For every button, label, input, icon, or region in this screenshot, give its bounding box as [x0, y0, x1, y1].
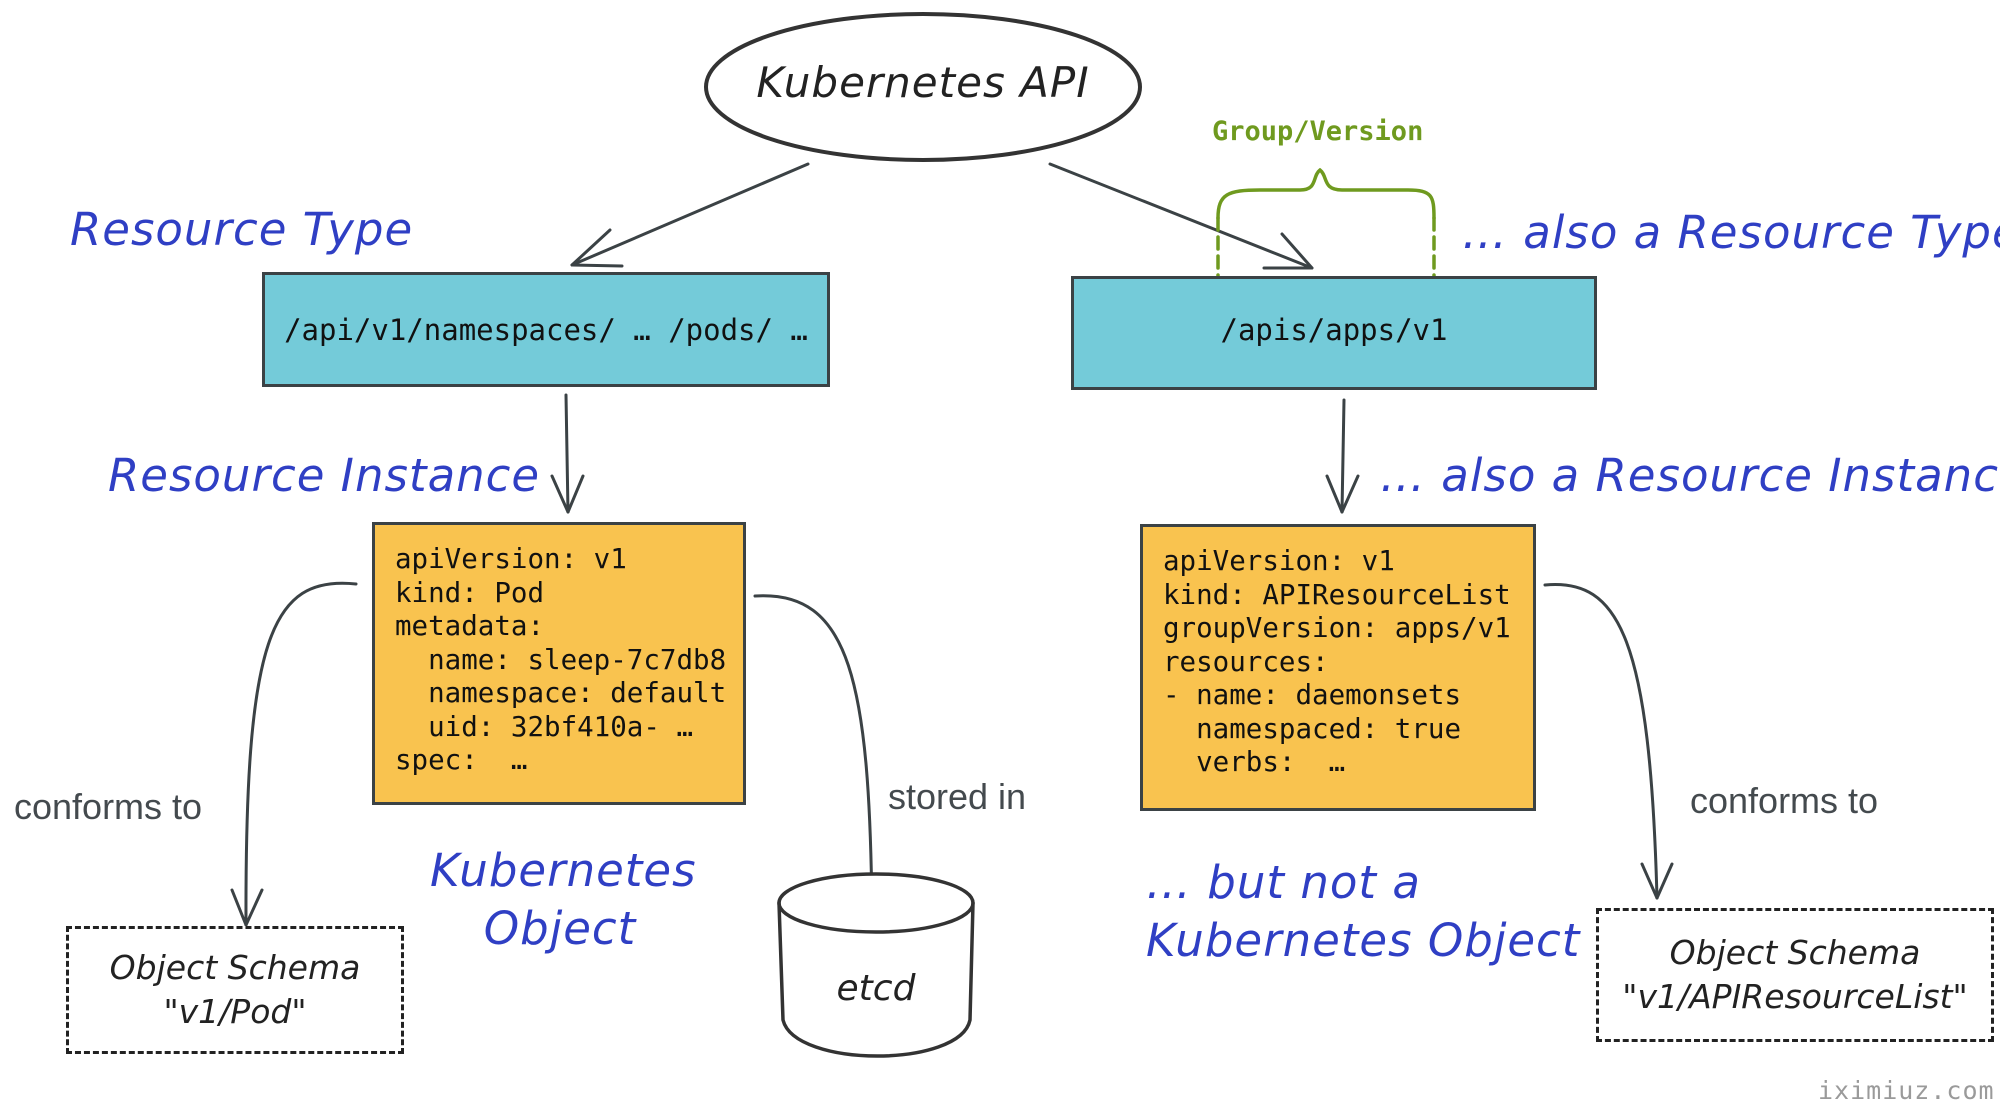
kubernetes-object-label-line: Kubernetes	[430, 844, 697, 897]
schema-title: Object Schema	[109, 948, 361, 987]
arrowhead-api-to-left-endpoint	[570, 228, 624, 268]
etcd-cylinder	[777, 872, 975, 1058]
schema-name: "v1/APIResourceList"	[1622, 977, 1968, 1016]
yaml-line: uid: 32bf410a- …	[395, 710, 694, 743]
arrow-right-endpoint-to-yaml	[1340, 398, 1346, 514]
left-schema-box: Object Schema "v1/Pod"	[66, 926, 404, 1054]
resource-instance-label: Resource Instance	[108, 449, 541, 502]
not-kubernetes-object-label-line: … but not a	[1146, 856, 1421, 909]
arrow-left-endpoint-to-yaml	[564, 393, 570, 514]
left-yaml-box: apiVersion: v1 kind: Pod metadata: name:…	[372, 522, 746, 805]
arrow-left-yaml-to-schema	[244, 581, 358, 927]
yaml-line: name: sleep-7c7db8	[395, 643, 727, 676]
arrowhead-left-yaml-to-schema	[230, 888, 264, 927]
right-conforms-label: conforms to	[1690, 780, 1879, 821]
schema-title: Object Schema	[1669, 933, 1921, 972]
arrow-right-yaml-to-schema	[1543, 582, 1659, 900]
right-yaml-box: apiVersion: v1 kind: APIResourceList gro…	[1140, 524, 1536, 811]
also-resource-instance-label: … also a Resource Instance	[1380, 449, 2000, 502]
yaml-line: metadata:	[395, 610, 545, 642]
not-kubernetes-object-label: … but not a Kubernetes Object	[1146, 854, 1580, 970]
stored-in-label: stored in	[888, 776, 1027, 817]
arrow-api-to-left-endpoint	[570, 162, 810, 267]
schema-name: "v1/Pod"	[163, 992, 307, 1031]
yaml-line: resources:	[1163, 645, 1329, 678]
arrowhead-right-endpoint-to-yaml	[1325, 474, 1360, 514]
arrowhead-api-to-right-endpoint	[1262, 232, 1314, 270]
arrow-left-yaml-to-etcd	[753, 594, 874, 920]
kubernetes-object-label-line: Object	[483, 902, 637, 955]
group-version-label: Group/Version	[1212, 116, 1424, 147]
yaml-line: verbs: …	[1163, 746, 1346, 778]
also-resource-type-label: … also a Resource Type	[1462, 206, 2000, 259]
right-schema-box: Object Schema "v1/APIResourceList"	[1596, 908, 1994, 1042]
yaml-line: apiVersion: v1	[1163, 545, 1395, 577]
watermark: iximiuz.com	[1818, 1076, 1995, 1105]
resource-type-label: Resource Type	[70, 203, 414, 256]
right-endpoint-path: /apis/apps/v1	[1220, 313, 1448, 347]
yaml-line: groupVersion: apps/v1	[1163, 612, 1511, 644]
yaml-line: kind: APIResourceList	[1163, 578, 1511, 611]
yaml-line: namespace: default	[395, 677, 727, 709]
arrowhead-left-endpoint-to-yaml	[550, 474, 585, 514]
yaml-line: kind: Pod	[395, 576, 545, 609]
api-ellipse	[704, 12, 1142, 162]
yaml-line: - name: daemonsets	[1163, 679, 1462, 711]
yaml-line: apiVersion: v1	[395, 543, 627, 575]
left-endpoint-box: /api/v1/namespaces/ … /pods/ …	[262, 272, 830, 387]
arrow-api-to-right-endpoint	[1048, 162, 1314, 270]
left-endpoint-path: /api/v1/namespaces/ … /pods/ …	[284, 312, 808, 347]
etcd-label: etcd	[836, 968, 916, 1009]
right-endpoint-box: /apis/apps/v1	[1071, 276, 1597, 390]
kubernetes-object-label: Kubernetes Object	[430, 842, 697, 958]
api-node-label: Kubernetes API	[756, 58, 1090, 107]
yaml-line: spec: …	[395, 744, 528, 776]
yaml-line: namespaced: true	[1163, 712, 1462, 745]
not-kubernetes-object-label-line: Kubernetes Object	[1146, 914, 1581, 967]
arrowhead-right-yaml-to-schema	[1640, 862, 1674, 900]
left-conforms-label: conforms to	[14, 786, 203, 827]
